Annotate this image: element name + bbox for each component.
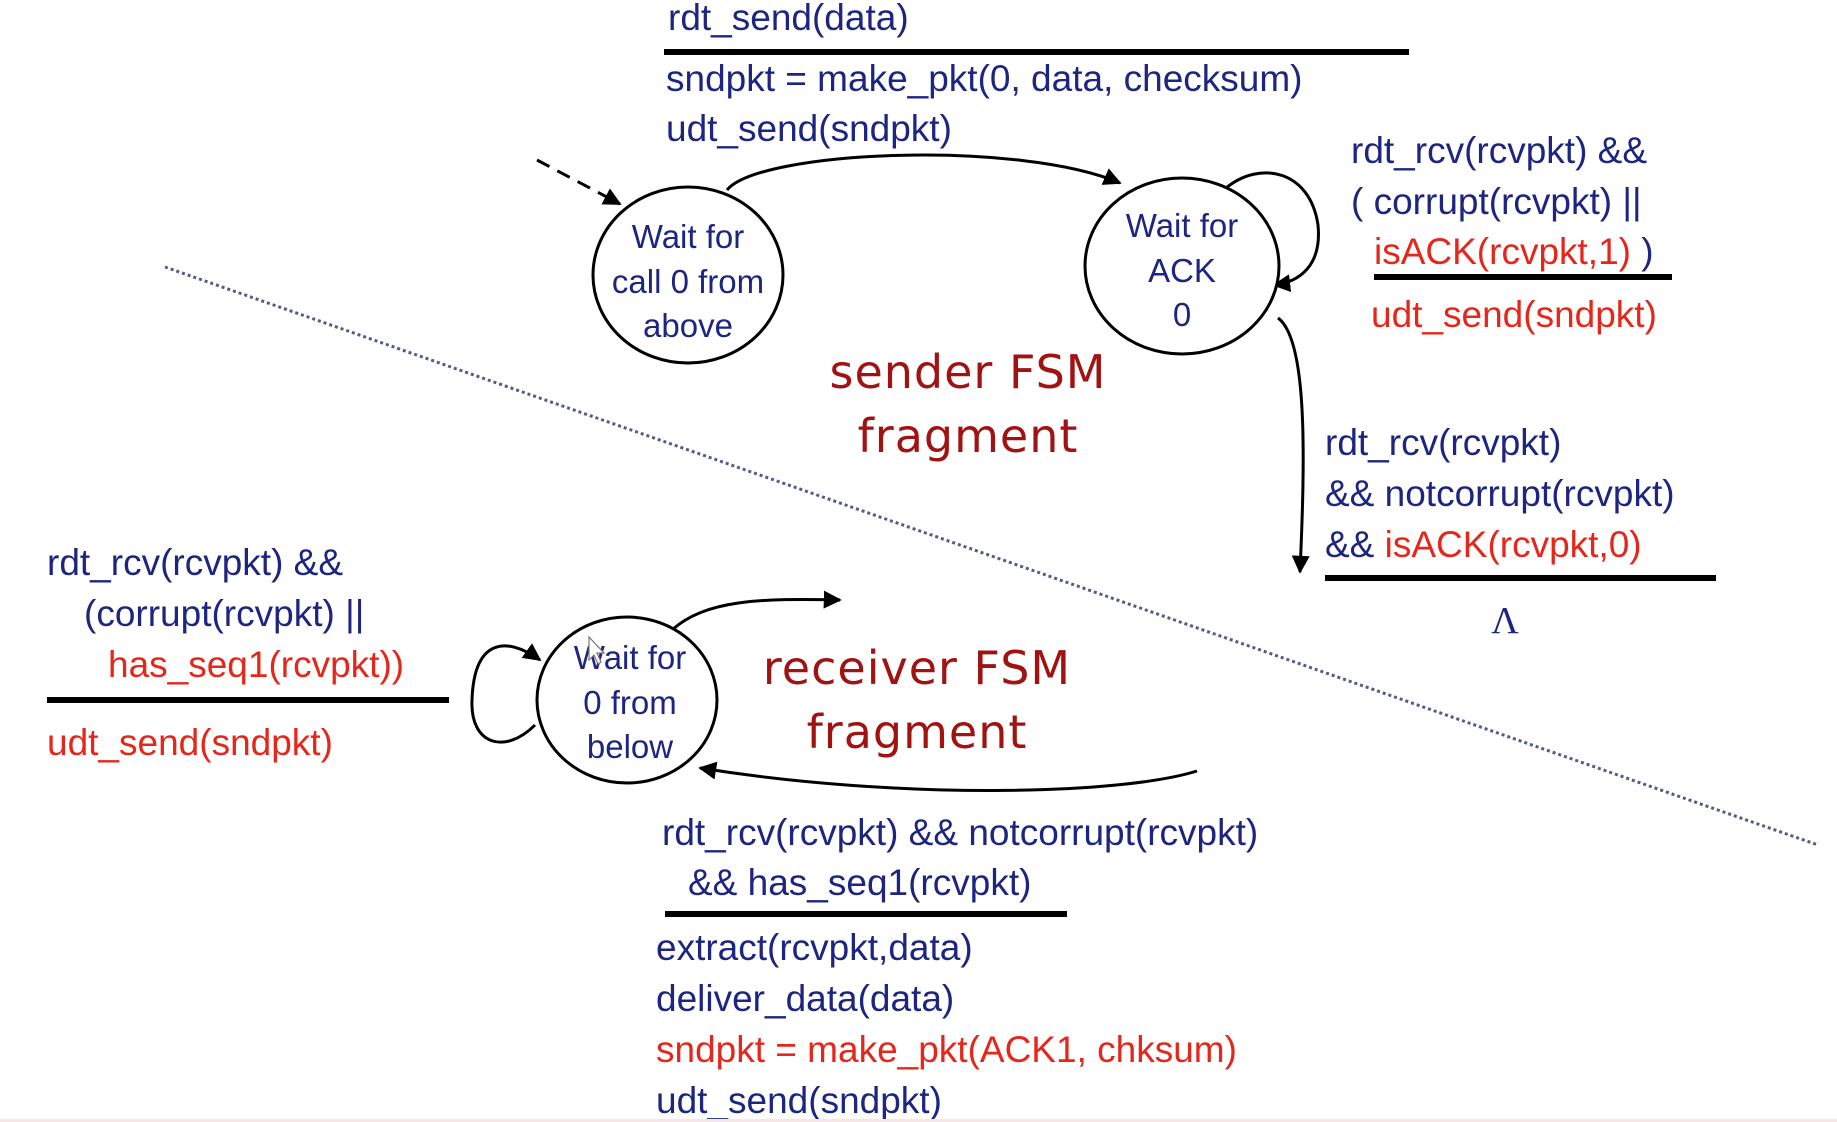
state-wait-ack-0-line3: 0 xyxy=(1173,296,1191,333)
label-receiver-ok-line1: rdt_rcv(rcvpkt) && notcorrupt(rcvpkt) xyxy=(662,812,1258,853)
state-wait-0-below xyxy=(535,615,719,785)
label-receiver-dup-line3: has_seq1(rcvpkt)) xyxy=(108,644,404,685)
state-wait-call-0-line2: call 0 from xyxy=(612,263,764,300)
label-ack-corrupt-line1: rdt_rcv(rcvpkt) && xyxy=(1351,130,1647,171)
label-and-prefix: && xyxy=(1325,524,1385,565)
state-wait-call-0-line3: above xyxy=(643,307,733,344)
label-receiver-dup-action: udt_send(sndpkt) xyxy=(47,722,333,763)
initial-state-arrow xyxy=(536,158,622,206)
state-wait-ack-0-line1: Wait for xyxy=(1126,207,1238,244)
state-wait-0-below-line2: 0 from xyxy=(583,684,677,721)
label-udt-send-ack-action: udt_send(sndpkt) xyxy=(656,1080,942,1121)
edge-ack-self-loop xyxy=(1225,171,1320,293)
edge-ack-ok xyxy=(1277,316,1310,574)
receiver-fsm-title-line2: fragment xyxy=(807,705,1028,759)
label-isack-0: isACK(rcvpkt,0) xyxy=(1385,524,1642,565)
label-isack-1: isACK(rcvpkt,1) xyxy=(1374,231,1631,272)
label-close-paren: ) xyxy=(1631,231,1654,272)
sender-fsm-title-line2: fragment xyxy=(858,409,1079,463)
edge-receiver-out xyxy=(670,590,842,632)
label-udt-send-action: udt_send(sndpkt) xyxy=(666,108,952,149)
label-ack-corrupt-action: udt_send(sndpkt) xyxy=(1371,294,1657,335)
lambda-empty-action: Λ xyxy=(1491,600,1519,642)
state-wait-ack-0-line2: ACK xyxy=(1148,252,1216,289)
slide-bottom-edge xyxy=(0,1119,1837,1122)
label-ack-ok-line1: rdt_rcv(rcvpkt) xyxy=(1325,422,1561,463)
edge-send-data xyxy=(725,153,1122,192)
state-wait-0-below-line3: below xyxy=(587,728,673,765)
label-rdt-send-event: rdt_send(data) xyxy=(668,0,909,38)
edge-receiver-self-loop xyxy=(470,643,542,744)
sender-receiver-divider xyxy=(164,265,1819,847)
state-wait-call-0 xyxy=(591,185,785,365)
label-ack-corrupt-line2: ( corrupt(rcvpkt) || xyxy=(1351,181,1642,222)
label-make-pkt-action: sndpkt = make_pkt(0, data, checksum) xyxy=(666,58,1303,99)
sender-fsm-title-line1: sender FSM xyxy=(830,345,1107,399)
label-deliver-action: deliver_data(data) xyxy=(656,978,954,1019)
label-receiver-ok-line2: && has_seq1(rcvpkt) xyxy=(688,862,1031,903)
label-receiver-dup-line1: rdt_rcv(rcvpkt) && xyxy=(47,542,343,583)
state-wait-ack-0 xyxy=(1083,176,1281,356)
receiver-fsm-title-line1: receiver FSM xyxy=(763,641,1071,695)
label-ack-ok-line2: && notcorrupt(rcvpkt) xyxy=(1325,473,1675,514)
mouse-cursor-icon xyxy=(588,635,606,665)
label-ack-corrupt-line3: isACK(rcvpkt,1) ) xyxy=(1374,231,1654,272)
label-make-ack1-action: sndpkt = make_pkt(ACK1, chksum) xyxy=(656,1029,1237,1070)
edge-receiver-in xyxy=(698,761,1198,792)
state-wait-call-0-line1: Wait for xyxy=(632,218,744,255)
label-ack-ok-line3: && isACK(rcvpkt,0) xyxy=(1325,524,1642,565)
label-extract-action: extract(rcvpkt,data) xyxy=(656,927,973,968)
label-receiver-dup-line2: (corrupt(rcvpkt) || xyxy=(84,593,364,634)
